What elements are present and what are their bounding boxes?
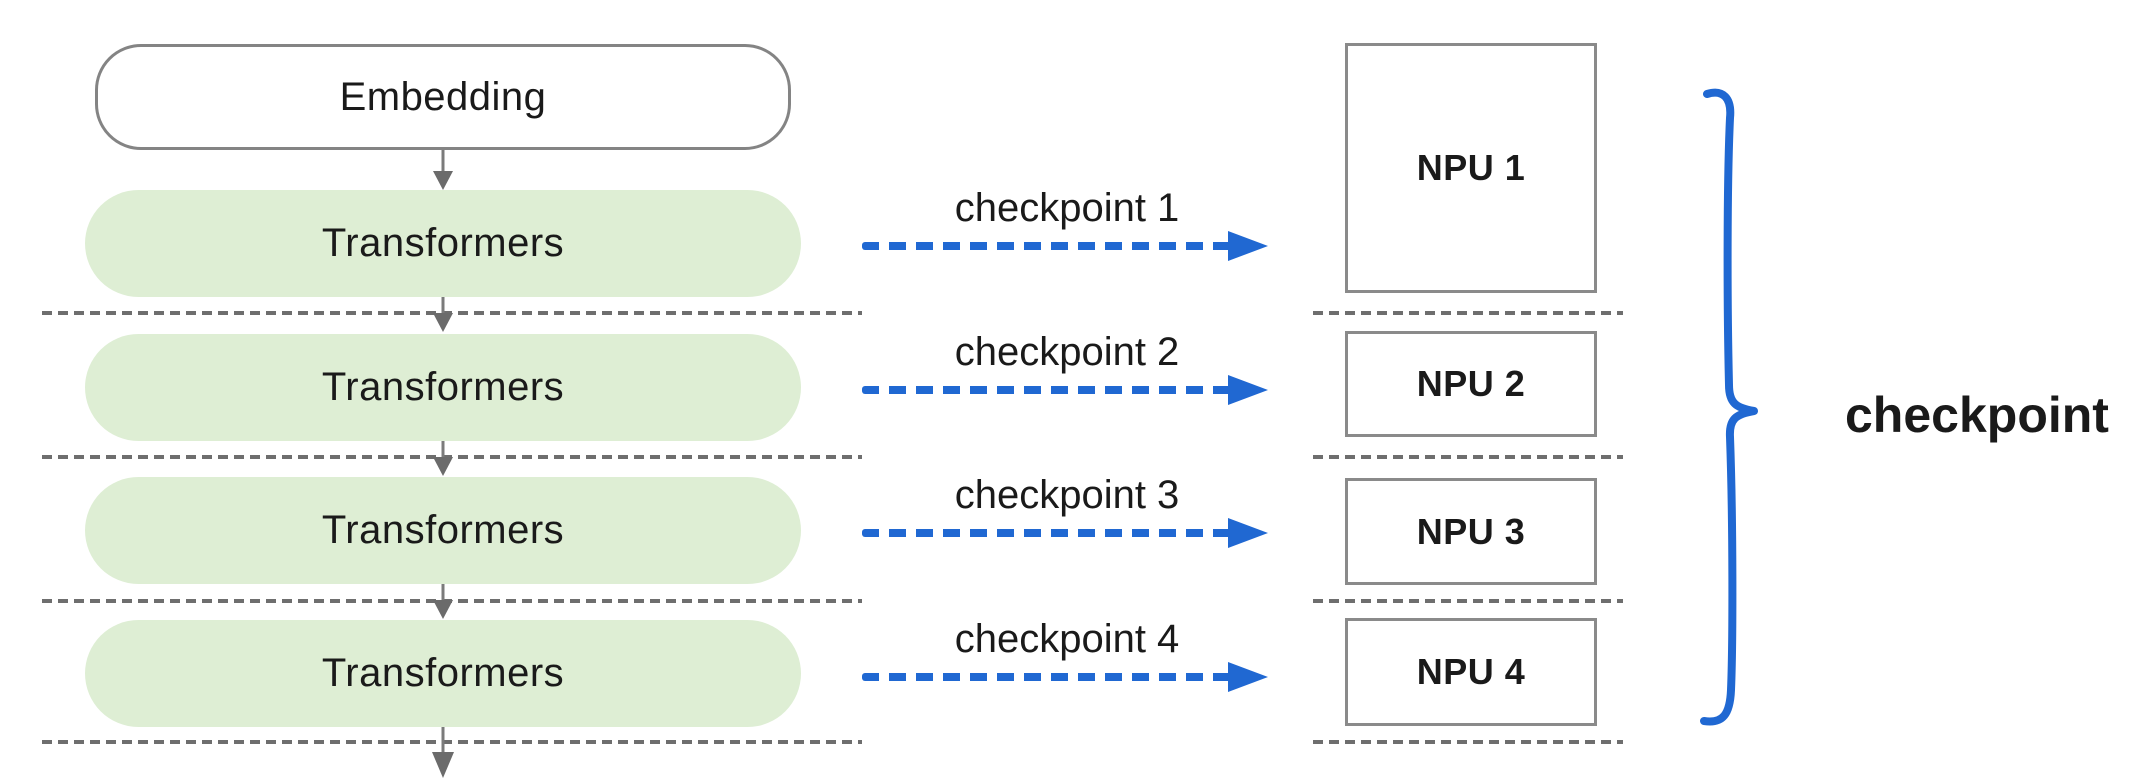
down-arrow-icon [433,441,453,477]
npu-label: NPU 2 [1416,363,1526,404]
arrow-head [433,600,453,619]
transformers-node-3: Transformers [85,477,801,584]
transformers-label: Transformers [321,365,565,409]
npu-label: NPU 4 [1416,651,1526,692]
checkpoint-arrow-label-3: checkpoint 3 [954,473,1180,517]
embedding-label: Embedding [339,74,547,119]
arrow-dashes [862,529,1232,537]
checkpoint-dashed-arrow-4 [862,662,1272,692]
arrow-head [1228,375,1268,405]
arrow-head [1228,662,1268,692]
npu-label: NPU 3 [1416,510,1526,552]
checkpoint-arrow-label-2: checkpoint 2 [954,330,1180,374]
npu-node-1: NPU 1 [1345,43,1597,293]
checkpoint-dashed-arrow-2 [862,375,1272,405]
arrow-head [433,457,453,476]
arrow-line [441,441,445,459]
arrow-head [433,171,453,190]
arrow-line [441,297,445,315]
arrow-head [1228,518,1268,548]
checkpoint-dashed-arrow-1 [862,231,1272,261]
checkpoint-arrow-label-1: checkpoint 1 [954,186,1180,230]
down-arrow-icon [433,297,453,334]
arrow-head [433,313,453,332]
transformers-node-1: Transformers [85,190,801,297]
arrow-dashes [862,386,1232,394]
arrow-line [441,150,445,174]
transformers-label: Transformers [321,508,565,552]
partition-separator-dashed-line [1313,455,1623,459]
arrow-dashes [862,242,1232,250]
npu-node-2: NPU 2 [1345,331,1597,437]
npu-node-3: NPU 3 [1345,478,1597,585]
curly-brace-icon [1700,88,1758,726]
down-arrow-icon [433,150,453,190]
transformers-label: Transformers [321,221,565,265]
arrow-head [432,752,454,778]
transformers-label: Transformers [321,651,565,695]
arrow-line [441,727,445,755]
arrow-head [1228,231,1268,261]
transformers-node-4: Transformers [85,620,801,727]
transformers-node-2: Transformers [85,334,801,441]
partition-separator-dashed-line [1313,311,1623,315]
embedding-node: Embedding [95,44,791,150]
npu-node-4: NPU 4 [1345,618,1597,726]
partition-separator-dashed-line [1313,740,1623,744]
arrow-line [441,584,445,602]
partition-separator-dashed-line [42,740,862,744]
down-arrow-icon [433,584,453,620]
arrow-dashes [862,673,1232,681]
down-arrow-icon [432,727,454,778]
checkpoint-dashed-arrow-3 [862,518,1272,548]
checkpoint-arrow-label-4: checkpoint 4 [954,617,1180,661]
checkpoint-group-label: checkpoint [1845,387,2109,443]
npu-label: NPU 1 [1416,147,1526,188]
partition-separator-dashed-line [1313,599,1623,603]
